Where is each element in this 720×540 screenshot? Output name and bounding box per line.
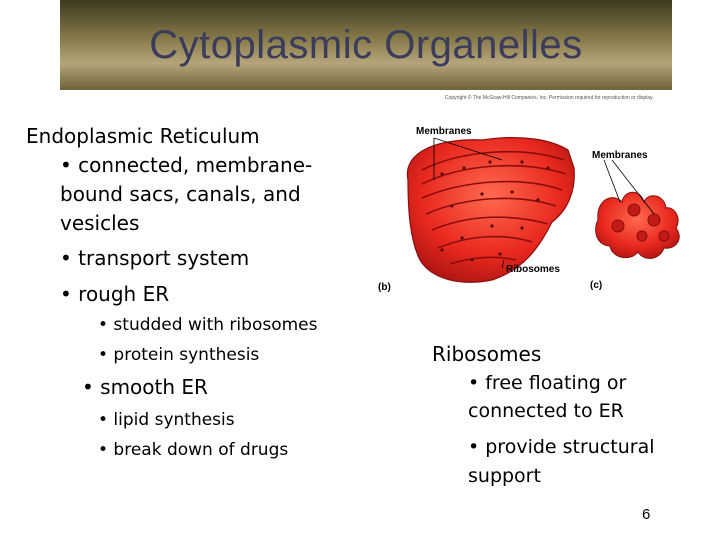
er-bullet-4: • smooth ER: [82, 375, 208, 399]
title-bar: Cytoplasmic Organelles: [60, 0, 672, 90]
er-illustration: Membranes Membranes Ribosomes (b) (c): [378, 126, 680, 293]
er-heading: Endoplasmic Reticulum: [26, 124, 260, 148]
rough-er-shape: [406, 137, 575, 283]
smooth-er-shape: [595, 191, 680, 259]
er-bullet-3: • rough ER: [60, 282, 170, 306]
smooth-er-sub-1: • lipid synthesis: [98, 410, 235, 430]
page-number: 6: [642, 506, 651, 523]
ribosomes-bullet-1-line-1: • free floating or: [468, 372, 627, 394]
ribosomes-heading: Ribosomes: [432, 342, 542, 366]
er-bullet-1-line-2: bound sacs, canals, and: [60, 182, 301, 206]
er-bullet-1-line-3: vesicles: [60, 211, 140, 235]
label-ribosomes: Ribosomes: [506, 264, 560, 275]
label-membranes-left: Membranes: [416, 126, 472, 137]
slide-title: Cytoplasmic Organelles: [149, 22, 583, 67]
rough-er-sub-2: • protein synthesis: [98, 345, 260, 365]
er-bullet-1-line-1: • connected, membrane-: [60, 153, 313, 177]
er-bullet-2: • transport system: [60, 246, 250, 270]
ribosomes-bullet-2-line-1: • provide structural: [468, 436, 655, 458]
smooth-er-sub-2: • break down of drugs: [98, 440, 289, 460]
label-c: (c): [590, 280, 602, 291]
copyright-notice: Copyright © The McGraw-Hill Companies, I…: [445, 95, 654, 101]
label-membranes-right: Membranes: [592, 150, 648, 161]
ribosomes-bullet-1-line-2: connected to ER: [468, 400, 624, 422]
rough-er-sub-1: • studded with ribosomes: [98, 315, 318, 335]
label-b: (b): [378, 282, 391, 293]
ribosomes-bullet-2-line-2: support: [468, 465, 541, 487]
